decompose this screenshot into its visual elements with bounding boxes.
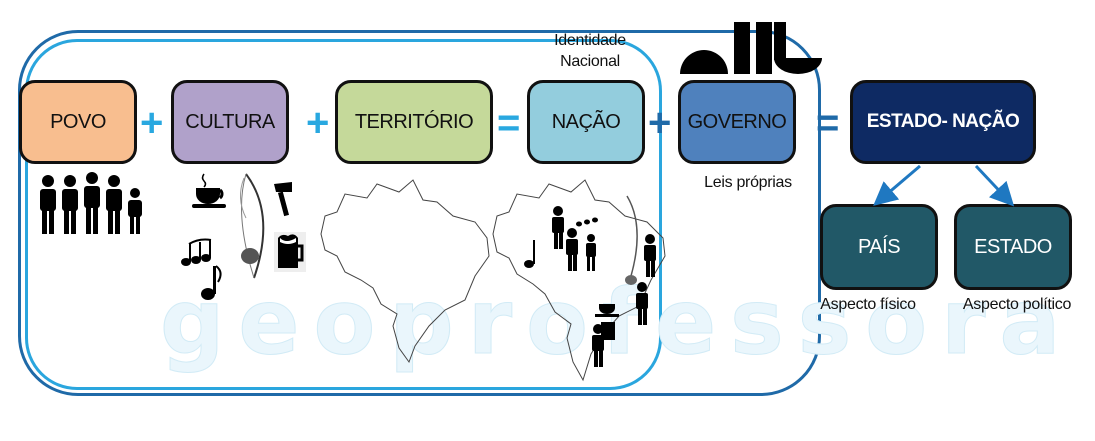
box-povo-label: POVO bbox=[50, 110, 106, 133]
brazil-map-territorio bbox=[320, 179, 490, 364]
box-nacao: NAÇÃO bbox=[527, 80, 645, 164]
berimbau-icon bbox=[240, 173, 265, 279]
nacao-inner-frame bbox=[25, 39, 662, 390]
identidade-label-line2: Nacional bbox=[560, 53, 620, 70]
box-governo-label: GOVERNO bbox=[687, 110, 787, 133]
box-governo: GOVERNO bbox=[678, 80, 796, 164]
identidade-nacional-label: Identidade Nacional bbox=[540, 30, 640, 72]
plus-operator-2: + bbox=[306, 101, 330, 145]
box-estado-nacao: ESTADO- NAÇÃO bbox=[850, 80, 1036, 164]
box-territorio-label: TERRITÓRIO bbox=[354, 110, 474, 133]
nacao-people-icons bbox=[524, 206, 656, 367]
aspecto-fisico-label: Aspecto físico bbox=[820, 296, 916, 313]
equals-operator-1: = bbox=[497, 101, 521, 145]
box-estado-nacao-label: ESTADO- NAÇÃO bbox=[866, 111, 1020, 132]
leis-proprias-label: Leis próprias bbox=[704, 174, 792, 191]
music-notes-icon bbox=[181, 238, 222, 300]
people-group-icon bbox=[40, 172, 142, 234]
box-povo: POVO bbox=[19, 80, 137, 164]
equals-operator-2: = bbox=[816, 101, 840, 145]
box-estado-label: ESTADO bbox=[974, 235, 1052, 258]
hammer-icon bbox=[274, 182, 292, 217]
coffee-cup-icon bbox=[192, 173, 226, 208]
box-cultura: CULTURA bbox=[171, 80, 289, 164]
box-cultura-label: CULTURA bbox=[185, 110, 275, 133]
brazil-map-nacao bbox=[492, 179, 666, 382]
box-pais: PAÍS bbox=[820, 204, 938, 290]
box-nacao-label: NAÇÃO bbox=[551, 110, 621, 133]
identidade-label-line1: Identidade bbox=[554, 32, 626, 49]
box-estado: ESTADO bbox=[954, 204, 1072, 290]
beer-mug-icon bbox=[274, 232, 306, 272]
aspecto-politico-label: Aspecto político bbox=[962, 296, 1072, 313]
box-pais-label: PAÍS bbox=[857, 235, 901, 258]
three-powers-icon bbox=[680, 22, 822, 74]
estado-nacao-outer-frame bbox=[18, 30, 821, 396]
box-territorio: TERRITÓRIO bbox=[335, 80, 493, 164]
plus-operator-3: + bbox=[648, 101, 672, 145]
plus-operator-1: + bbox=[140, 101, 164, 145]
